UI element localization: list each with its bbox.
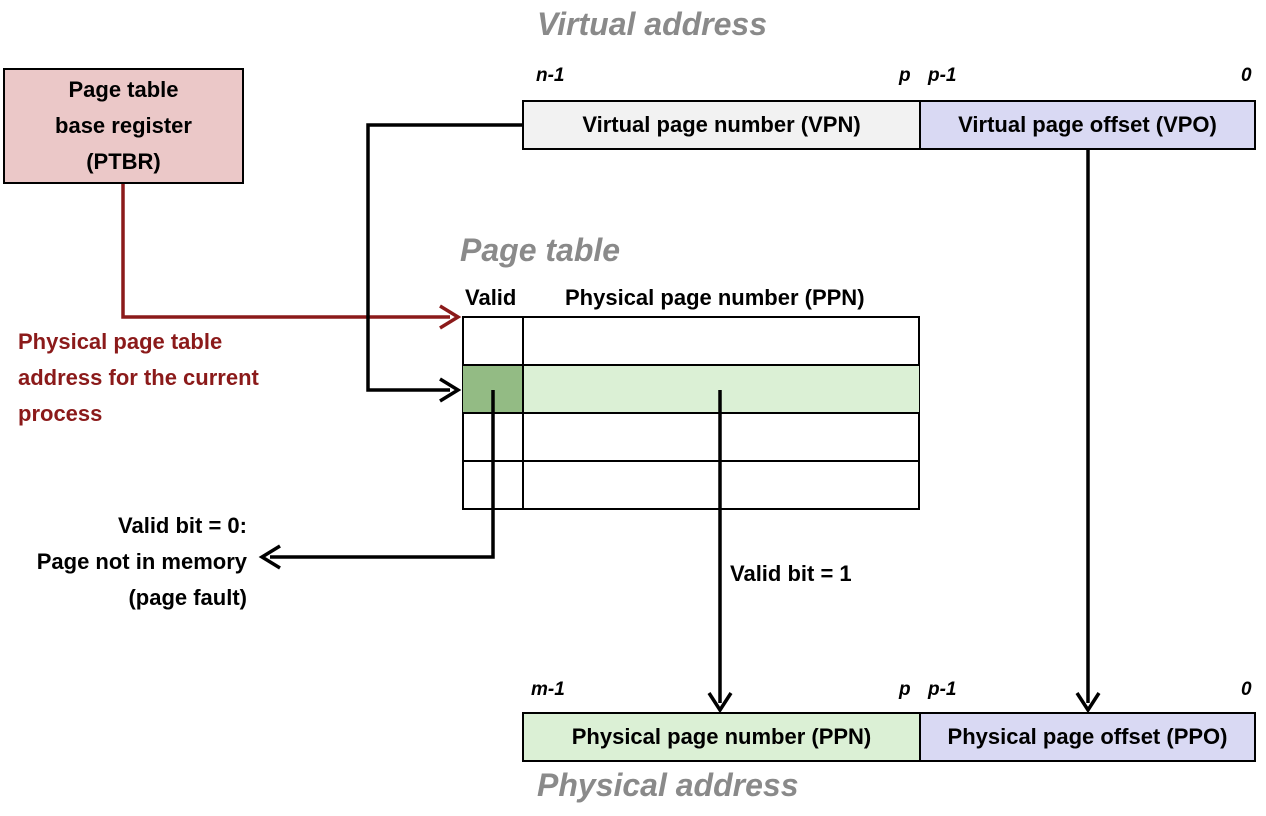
ppn-box: Physical page number (PPN) (522, 712, 921, 762)
ptbr-line2: base register (55, 113, 192, 138)
ptbr-arrow-line (121, 184, 450, 319)
vpn-label: Virtual page number (VPN) (582, 112, 861, 137)
ptbr-line3: (PTBR) (86, 149, 161, 174)
vpn-arrow-line (366, 123, 522, 392)
vpo-label: Virtual page offset (VPO) (958, 112, 1217, 137)
vpo-box: Virtual page offset (VPO) (919, 100, 1256, 150)
ptbr-note-line3: process (18, 401, 103, 426)
row-divider-2 (462, 412, 920, 414)
ppn-column-header: Physical page number (PPN) (565, 285, 865, 310)
ptbr-box: Page table base register (PTBR) (3, 68, 244, 184)
pa-bit-zero: 0 (1241, 679, 1252, 700)
vpn-box: Virtual page number (VPN) (522, 100, 921, 150)
offset-arrowhead (1075, 692, 1101, 714)
physical-address-title: Physical address (537, 767, 799, 803)
valid-zero-note: Valid bit = 0: Page not in memory (page … (0, 508, 247, 616)
ptbr-note-line2: address for the current (18, 365, 259, 390)
va-bit-p-minus-1: p-1 (928, 65, 957, 86)
row-divider-1 (462, 364, 920, 366)
valid-zero-line3: (page fault) (128, 585, 247, 610)
ptbr-line1: Page table (68, 77, 179, 102)
ppo-label: Physical page offset (PPO) (947, 724, 1228, 749)
row-divider-3 (462, 460, 920, 462)
va-bit-high: n-1 (536, 65, 565, 86)
ppn-label: Physical page number (PPN) (571, 724, 872, 749)
virtual-address-title: Virtual address (537, 6, 768, 42)
page-table (462, 316, 920, 510)
valid-zero-line2: Page not in memory (36, 549, 247, 574)
va-bit-zero: 0 (1241, 65, 1252, 86)
valid-zero-arrow-line (270, 390, 495, 559)
page-table-title: Page table (460, 232, 621, 268)
valid-column-header: Valid (465, 285, 517, 310)
pa-bit-high: m-1 (531, 679, 565, 700)
valid-zero-arrowhead (258, 544, 281, 570)
vpn-arrowhead (439, 377, 462, 403)
valid-one-note: Valid bit = 1 (730, 561, 852, 586)
ppo-box: Physical page offset (PPO) (919, 712, 1256, 762)
ptbr-note-line1: Physical page table (18, 329, 223, 354)
valid-zero-line1: Valid bit = 0: (118, 513, 247, 538)
ptbr-note: Physical page table address for the curr… (18, 324, 259, 432)
ptbr-arrowhead (439, 304, 462, 330)
pa-bit-p-minus-1: p-1 (928, 679, 957, 700)
ppn-arrowhead (707, 692, 733, 714)
va-bit-p: p (899, 65, 911, 86)
pa-bit-p: p (899, 679, 911, 700)
